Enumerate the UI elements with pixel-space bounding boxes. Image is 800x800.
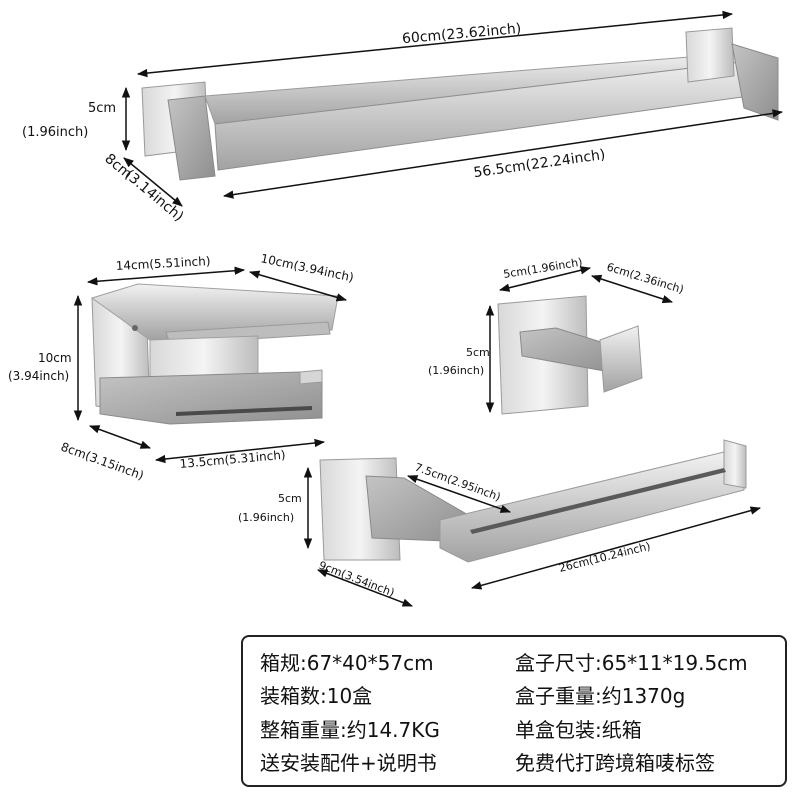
paper-holder-top-width-label: 14cm(5.51inch) xyxy=(115,254,210,273)
paper-holder-height-cm: 10cm xyxy=(38,351,72,365)
robe-hook-height-cm: 5cm xyxy=(466,346,490,359)
spec-labeling: 免费代打跨境箱唛标签 xyxy=(515,751,715,775)
paper-holder-bottom-width-arrow xyxy=(154,438,326,464)
robe-hook-height-inch: (1.96inch) xyxy=(428,364,484,377)
paper-holder-height-inch: (3.94inch) xyxy=(8,369,69,383)
paper-holder-screw xyxy=(132,325,138,331)
towel-bar-height-inch: (1.96inch) xyxy=(22,125,88,140)
paper-holder-depth-arrow xyxy=(89,425,151,449)
towel-bar-inner-arrow xyxy=(222,109,784,199)
towel-bar-depth-arrow xyxy=(123,157,183,207)
spec-accessories: 送安装配件+说明书 xyxy=(260,751,437,775)
towel-bar-depth-inch: (3.14inch) xyxy=(121,167,186,225)
paper-holder-depth-label: 8cm(3.15inch) xyxy=(59,440,146,483)
spec-carton-size: 箱规:67*40*57cm xyxy=(260,651,434,675)
robe-hook-width-arrow xyxy=(498,266,592,292)
towel-ring-length-label: 26cm(10.24inch) xyxy=(558,540,652,575)
towel-bar-inner-label: 56.5cm(22.24inch) xyxy=(473,147,607,181)
spec-single-packing: 单盒包装:纸箱 xyxy=(515,718,642,742)
robe-hook-projection-arrow xyxy=(591,274,673,304)
towel-ring-depth-arrow xyxy=(317,569,413,607)
towel-bar-width-arrow xyxy=(136,10,734,78)
towel-ring-length-arrow xyxy=(470,506,762,590)
spec-box-weight: 盒子重量:约1370g xyxy=(515,684,686,708)
paper-holder-shelf-depth-arrow xyxy=(248,270,348,302)
towel-bar-left-post xyxy=(167,95,216,181)
towel-bar-right-post xyxy=(731,43,779,121)
paper-holder-arm xyxy=(99,371,323,425)
paper-holder-top-width-arrow xyxy=(86,266,246,286)
towel-ring-gap-arrow xyxy=(407,475,511,513)
paper-holder-arm-tip xyxy=(299,369,323,385)
spec-box-size: 盒子尺寸:65*11*19.5cm xyxy=(515,651,748,675)
towel-ring-height-cm: 5cm xyxy=(278,492,302,505)
towel-ring-height-inch: (1.96inch) xyxy=(238,511,294,524)
towel-bar-right-plate xyxy=(685,27,735,83)
paper-holder-arm-slot xyxy=(176,406,312,416)
towel-bar-illustration xyxy=(141,27,779,181)
spec-qty-per-carton: 装箱数:10盒 xyxy=(260,684,373,708)
paper-holder-illustration xyxy=(90,283,339,425)
robe-hook-width-label: 5cm(1.96inch) xyxy=(502,256,583,281)
towel-ring-illustration xyxy=(319,439,747,563)
packing-spec-box: 箱规:67*40*57cm 盒子尺寸:65*11*19.5cm 装箱数:10盒 … xyxy=(241,635,787,787)
towel-bar-height-cm: 5cm xyxy=(88,101,116,116)
towel-ring-tip xyxy=(723,439,747,489)
robe-hook-illustration xyxy=(497,295,643,415)
robe-hook-cap xyxy=(599,325,643,393)
towel-ring-depth-label: 9cm(3.54inch) xyxy=(317,559,396,600)
robe-hook-projection-label: 6cm(2.36inch) xyxy=(605,260,685,296)
towel-ring-bar xyxy=(439,451,745,563)
spec-carton-weight: 整箱重量:约14.7KG xyxy=(260,718,440,742)
towel-bar-width-label: 60cm(23.62inch) xyxy=(401,21,521,47)
